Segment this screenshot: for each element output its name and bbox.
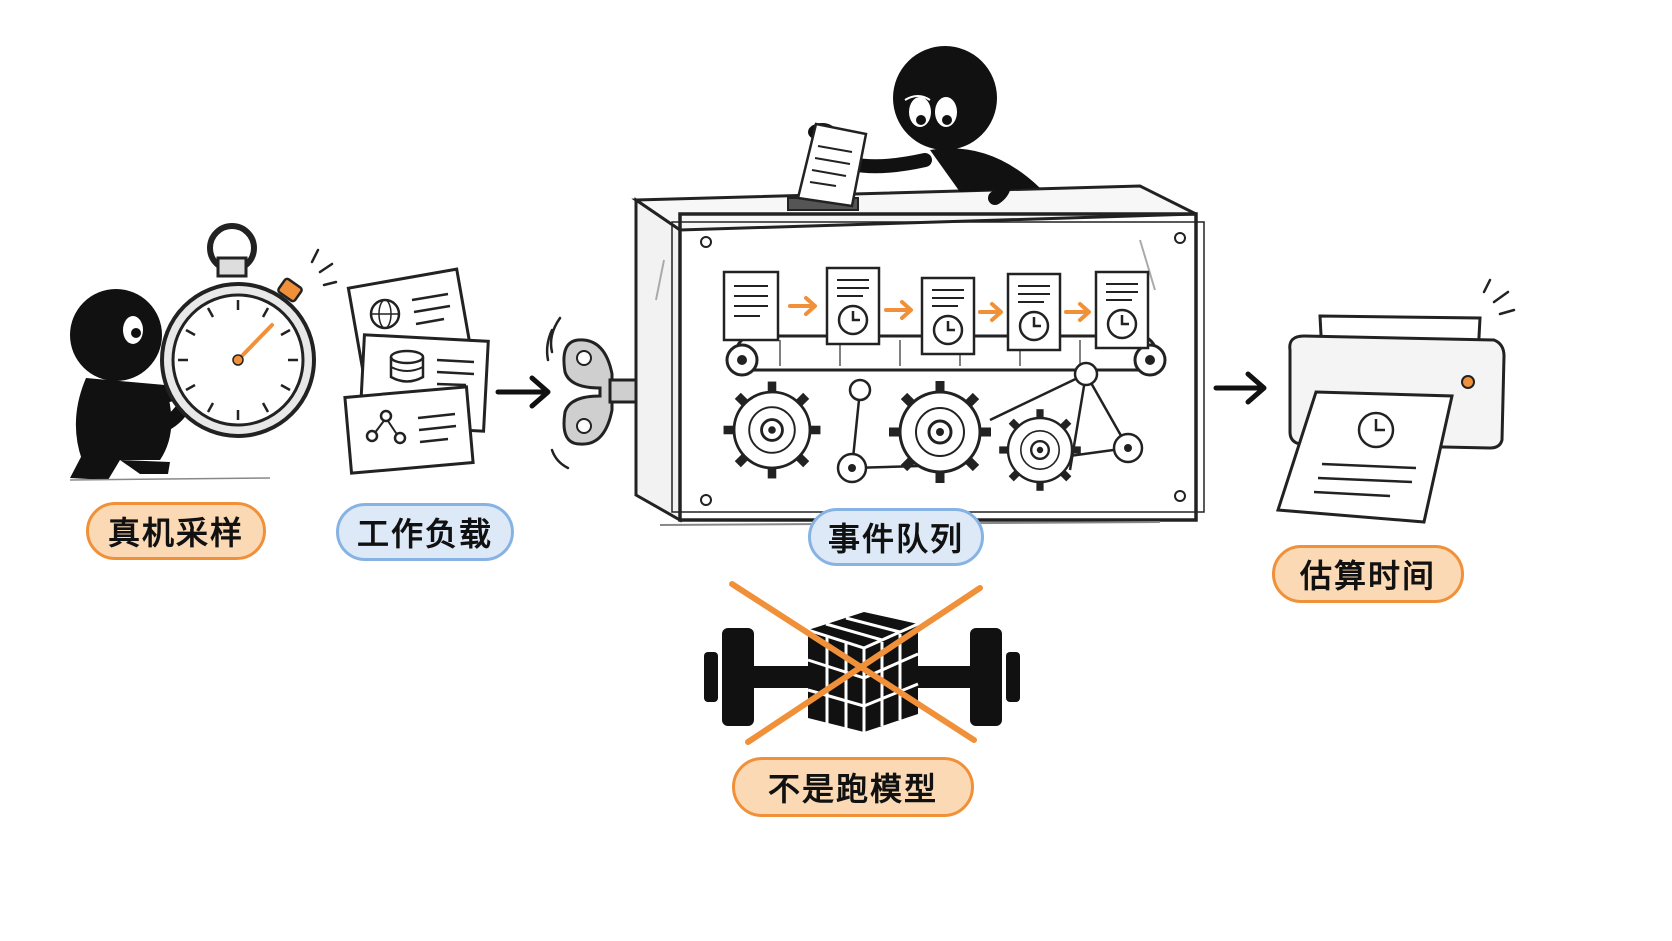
label-sampling: 真机采样 <box>86 502 266 560</box>
printer-icon <box>1275 278 1516 524</box>
document-clock-icon <box>920 276 976 356</box>
arrow-right-icon <box>1213 371 1267 405</box>
document-clock-icon <box>1094 270 1150 350</box>
dumbbell-icon <box>704 612 1020 732</box>
label-estimate: 估算时间 <box>1272 545 1464 603</box>
simulator-box-icon <box>631 46 1205 526</box>
gear-icon <box>889 381 991 483</box>
document-clock-icon <box>1006 272 1062 352</box>
gear-icon <box>999 409 1081 491</box>
cross-out-icon <box>729 581 983 745</box>
workload-cards-icon <box>343 267 490 475</box>
stick-figure-icon <box>69 289 271 481</box>
label-workload: 工作负载 <box>336 503 514 561</box>
arrow-right-icon <box>495 375 551 409</box>
gear-icon <box>724 382 821 479</box>
stopwatch-icon <box>160 223 338 438</box>
label-event-queue: 事件队列 <box>808 508 984 566</box>
document-clock-icon <box>825 266 881 346</box>
label-not-model: 不是跑模型 <box>732 757 974 817</box>
